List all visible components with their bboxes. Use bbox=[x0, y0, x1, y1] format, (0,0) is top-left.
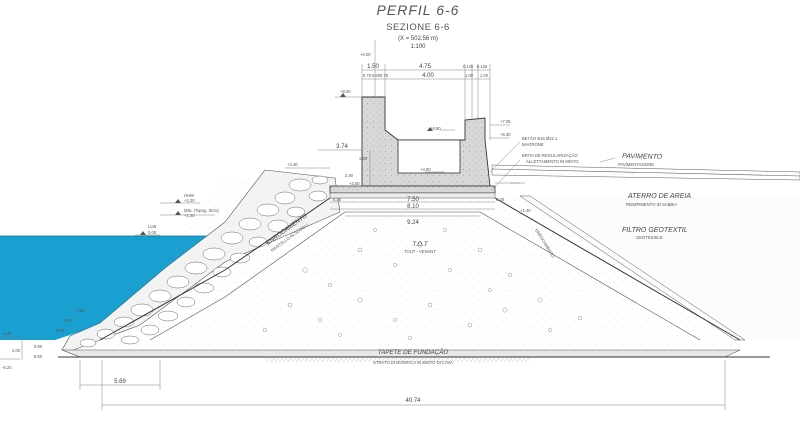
regularization-layer bbox=[329, 192, 496, 199]
gallery-opening bbox=[397, 139, 461, 174]
dim-810: 8.10 bbox=[407, 204, 419, 210]
label-tapete: TAPETE DE FUNDAÇÃO bbox=[378, 349, 449, 356]
geotextile-filter bbox=[519, 195, 746, 341]
dim-070b: 0.70 bbox=[380, 73, 389, 78]
label-brita: BRITA DE REGULARIZAÇÃO bbox=[522, 153, 579, 158]
dim-030b: 0.30 bbox=[496, 197, 505, 202]
dim-374: 3.74 bbox=[336, 144, 348, 150]
elev-crown: +6.80 bbox=[430, 126, 441, 131]
dim-100d: 1.00 bbox=[12, 348, 21, 353]
level-hhw: HHW bbox=[184, 193, 194, 198]
elev-m620: -6.20 bbox=[2, 365, 12, 370]
water-level-markers bbox=[135, 199, 215, 236]
dim-150b: 1.50 bbox=[76, 308, 85, 313]
core-outline-left bbox=[99, 197, 331, 341]
dim-080: 0.80 bbox=[34, 344, 43, 349]
armor-rocks bbox=[79, 175, 329, 348]
label-aterro: ATERRO DE AREIA bbox=[627, 193, 691, 200]
level-hhw-value: +2.20 bbox=[184, 198, 195, 203]
dim-750: 7.50 bbox=[407, 197, 419, 203]
label-tot: T.O.T bbox=[412, 241, 428, 248]
dim-4074: 40.74 bbox=[405, 398, 421, 404]
dim-060c: 0.60 bbox=[56, 328, 65, 333]
elev-top-wall: +8.00 bbox=[340, 89, 351, 94]
level-llw: LLW bbox=[148, 224, 156, 229]
level-msl-value: +1.20 bbox=[184, 213, 195, 218]
drawing-coord: (X = 502.56 m) bbox=[398, 36, 438, 42]
elev-m640: -6.40 bbox=[2, 331, 12, 336]
dim-030a: 0.30 bbox=[333, 197, 342, 202]
label-betao: BETÃO B15 Ø22.1 bbox=[522, 136, 558, 141]
elev-140: +1.40 bbox=[520, 208, 531, 213]
dim-060b: 0.60 bbox=[34, 354, 43, 359]
dim-924: 9.24 bbox=[407, 220, 419, 226]
label-filtro: FILTRO GEOTEXTIL bbox=[622, 227, 688, 234]
elev-00: +0.00 bbox=[360, 52, 371, 57]
dim-569: 5.69 bbox=[114, 379, 126, 385]
elev-430: +4.30 bbox=[287, 162, 298, 167]
drawing-scale: 1:100 bbox=[410, 44, 426, 50]
label-geotessile: GEOTESSILE bbox=[636, 235, 663, 240]
dim-100c: 1.00 bbox=[359, 156, 368, 161]
drawing-title: PERFIL 6-6 bbox=[377, 2, 460, 18]
elev-400: +4.00 bbox=[420, 167, 431, 172]
label-tout-venant: TOUT - VENANT bbox=[404, 249, 436, 254]
dim-0125a: 0.125 bbox=[463, 64, 474, 69]
drawing-subtitle: SEZIONE 6-6 bbox=[386, 22, 450, 33]
label-strato: STRATO DI BONIFICA IN MISTO DI CAVA bbox=[373, 360, 453, 365]
seabed-hatch bbox=[265, 358, 530, 362]
core-outline-right bbox=[494, 197, 741, 341]
dim-100b: 1.00 bbox=[480, 73, 489, 78]
leader-lines bbox=[489, 141, 616, 191]
label-riempimento: RIEMPIMENTO IN SABBIA bbox=[626, 202, 677, 207]
dim-150: 1.50 bbox=[367, 64, 379, 70]
dim-200: 2.00 bbox=[64, 318, 73, 323]
top-dimensions bbox=[361, 40, 491, 140]
dim-100a: 1.00 bbox=[465, 73, 474, 78]
dim-400: 4.00 bbox=[422, 73, 434, 79]
level-msl: MSL (Topog. Zero) bbox=[184, 208, 219, 213]
dim-240: 2.40 bbox=[345, 173, 354, 178]
core-aggregate bbox=[263, 228, 583, 340]
label-pavimentazione: PAVIMENTAZIONE bbox=[618, 162, 654, 167]
base-slab bbox=[329, 185, 496, 194]
dim-0125b: 0.125 bbox=[477, 64, 488, 69]
dim-475: 4.75 bbox=[419, 64, 431, 70]
elev-630: +6.30 bbox=[500, 132, 511, 137]
dim-060: 0.60 bbox=[372, 73, 381, 78]
label-pavimento: PAVIMENTO bbox=[622, 153, 663, 161]
dim-070a: 0.70 bbox=[363, 73, 372, 78]
elev-705: +7.05 bbox=[500, 119, 511, 124]
label-allettamento: ALLETTAMENTO IN MISTO bbox=[526, 159, 579, 164]
level-llw-value: 0.00 bbox=[148, 230, 157, 235]
label-magrone: MAGRONE bbox=[522, 142, 544, 147]
elev-300: +3.00 bbox=[349, 181, 360, 186]
